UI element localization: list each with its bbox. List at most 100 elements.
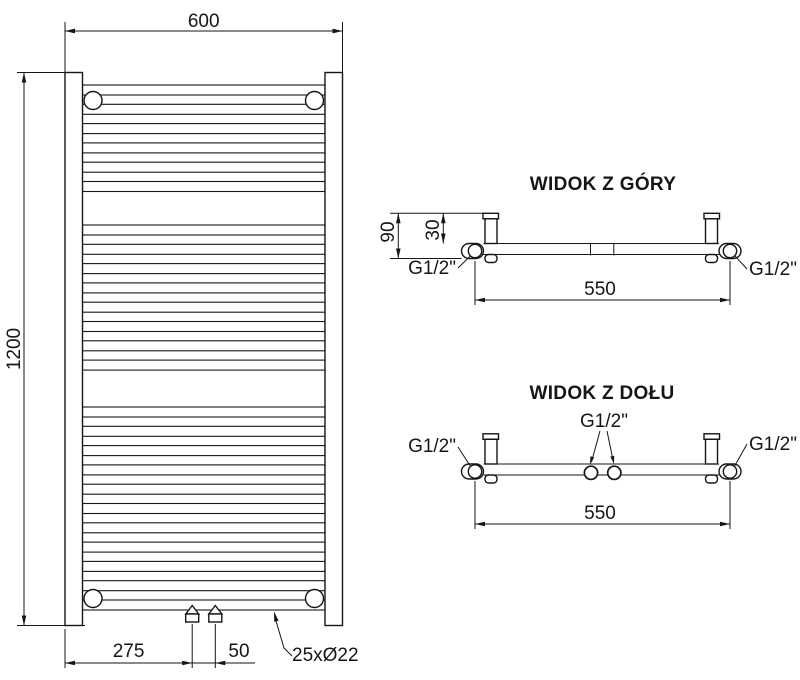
leader-line xyxy=(457,446,471,467)
leader-line xyxy=(606,430,614,462)
connection-port-left xyxy=(467,243,483,259)
front-view: 600 1200 xyxy=(4,11,359,668)
center-connection-port-left xyxy=(583,465,599,481)
connection-label-bottom-center: G1/2" xyxy=(580,411,628,465)
extension-line xyxy=(64,624,216,668)
valve-connection-right xyxy=(207,604,224,623)
bracket-arm xyxy=(484,218,498,245)
tube-count-note: 25xØ22 xyxy=(274,611,359,666)
valve-body xyxy=(208,613,223,623)
radiator-tube xyxy=(81,359,326,371)
bracket-clamp xyxy=(704,253,719,264)
conn-left-label: G1/2" xyxy=(408,436,456,457)
arrowhead xyxy=(21,72,27,83)
dimension-connection-spacing-bottom: 550 xyxy=(474,481,731,529)
arrowhead xyxy=(396,248,401,259)
extension-line xyxy=(474,261,731,305)
width-label: 600 xyxy=(188,11,220,32)
valve-spacing-label: 50 xyxy=(228,641,249,662)
radiator-tube xyxy=(81,282,326,294)
bracket-plate xyxy=(703,433,721,440)
mounting-bracket-circle xyxy=(304,90,325,111)
radiator-tube xyxy=(81,103,326,115)
radiator-tube xyxy=(81,340,326,352)
tube-note-label: 25xØ22 xyxy=(292,645,359,666)
connection-spacing-label: 550 xyxy=(584,503,616,524)
dimension-depth: 90 xyxy=(378,212,483,259)
wall-bracket-left xyxy=(482,433,500,484)
center-connection-port-right xyxy=(606,465,622,481)
arrowhead xyxy=(441,233,446,244)
leader-line xyxy=(734,443,748,467)
arrowhead xyxy=(21,615,27,626)
arrowhead xyxy=(215,660,226,666)
radiator-tube xyxy=(81,123,326,135)
arrowhead xyxy=(65,660,75,666)
radiator-tube xyxy=(81,560,326,572)
conn-right-label: G1/2" xyxy=(749,259,797,280)
center-connection-marks xyxy=(590,243,615,256)
top-view: WIDOK Z GÓRY 90 xyxy=(378,173,797,305)
wall-bracket-right xyxy=(703,433,721,484)
depth-label: 90 xyxy=(378,221,399,242)
connection-port-right xyxy=(722,464,738,479)
radiator-tube xyxy=(81,502,326,515)
bracket-clamp xyxy=(484,253,498,264)
radiator-tube xyxy=(81,425,326,437)
arrowhead xyxy=(610,455,615,464)
radiator-tube xyxy=(81,224,326,236)
radiator-tube xyxy=(81,142,326,154)
bracket-clamp xyxy=(704,474,719,484)
connection-port-left xyxy=(467,464,483,479)
arrowhead xyxy=(274,611,279,622)
leader-line xyxy=(734,255,748,270)
bracket-arm xyxy=(704,218,719,245)
radiator-tube xyxy=(81,84,326,96)
arrowhead xyxy=(475,297,485,303)
radiator-rail-right xyxy=(324,71,344,627)
radiator-tubes xyxy=(81,84,326,611)
dimension-height: 1200 xyxy=(4,72,85,626)
arrowhead xyxy=(182,660,193,666)
arrowhead xyxy=(720,521,730,527)
arrowhead xyxy=(720,297,730,303)
wall-offset-label: 30 xyxy=(423,219,444,240)
bracket-arm xyxy=(484,438,498,465)
bottom-view: WIDOK Z DOŁU G1/2" xyxy=(408,383,797,529)
leader-line xyxy=(457,255,471,269)
radiator-tube xyxy=(81,263,326,275)
arrowhead xyxy=(590,456,595,465)
conn-center-label: G1/2" xyxy=(580,411,628,432)
conn-left-label: G1/2" xyxy=(408,258,456,279)
radiator-tube xyxy=(81,483,326,495)
radiator-tube xyxy=(81,406,326,418)
bracket-plate xyxy=(482,433,500,440)
radiator-tube xyxy=(81,522,326,534)
connection-port-right xyxy=(722,243,738,259)
extension-line xyxy=(474,481,731,529)
valve-connection-left xyxy=(184,604,201,623)
extension-line xyxy=(64,22,343,73)
leader-line xyxy=(591,430,601,463)
radiator-tube xyxy=(81,243,326,255)
radiator-tube xyxy=(81,320,326,333)
mounting-bracket-circle xyxy=(304,588,325,609)
connection-label-bottom-left: G1/2" xyxy=(408,436,471,467)
connection-label-top-left: G1/2" xyxy=(408,255,471,279)
radiator-tube xyxy=(81,161,326,173)
bracket-plate xyxy=(482,212,500,220)
conn-right-label: G1/2" xyxy=(749,434,797,455)
bottom-view-title: WIDOK Z DOŁU xyxy=(529,383,674,404)
wall-bracket-left xyxy=(482,212,500,264)
tube-edge xyxy=(483,463,719,476)
radiator-tube xyxy=(81,464,326,476)
tube-edge xyxy=(483,243,719,255)
offset-label: 275 xyxy=(113,641,145,662)
radiator-tube xyxy=(81,445,326,457)
dimension-valve-offsets: 275 50 xyxy=(64,624,255,668)
arrowhead xyxy=(65,28,75,34)
leader-line xyxy=(275,620,293,657)
bracket-arm xyxy=(704,438,719,465)
radiator-rail-left xyxy=(64,71,84,627)
